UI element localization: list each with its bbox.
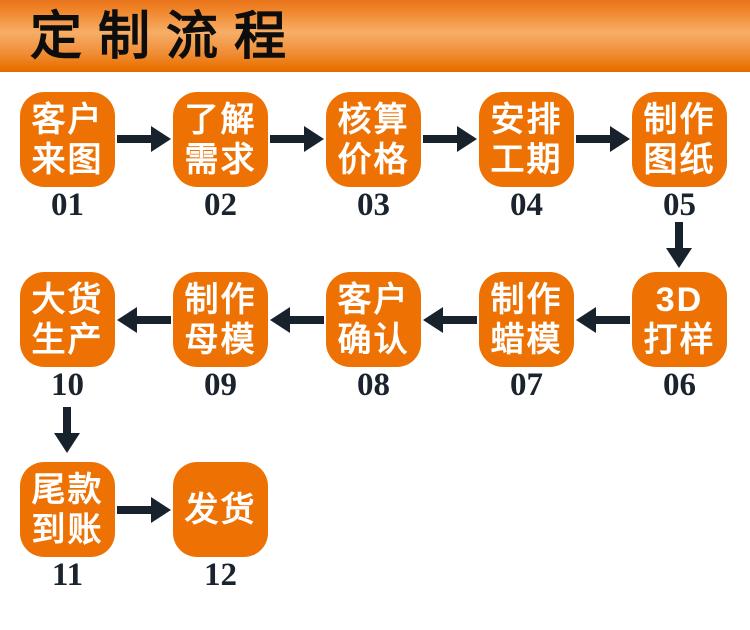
step-05: 制作 图纸 05 (632, 92, 727, 222)
step-06: 3D 打样 06 (632, 272, 727, 402)
step-04: 安排 工期 04 (479, 92, 574, 222)
step-box-08: 客户 确认 (326, 272, 421, 367)
step-box-02: 了解 需求 (173, 92, 268, 187)
step-09: 制作 母模 09 (173, 272, 268, 402)
step-label-line2: 价格 (337, 140, 410, 179)
step-box-03: 核算 价格 (326, 92, 421, 187)
step-label-line1: 客户 (337, 280, 410, 319)
step-10: 大货 生产 10 (20, 272, 115, 402)
arrow-left-icon (270, 307, 324, 333)
page-title: 定制流程 (30, 8, 303, 66)
step-box-09: 制作 母模 (173, 272, 268, 367)
arrow-left-icon (576, 307, 630, 333)
step-box-12: 发货 (173, 462, 268, 557)
step-label-line1: 制作 (643, 100, 716, 139)
step-number-08: 08 (357, 367, 390, 403)
step-label-line1: 客户 (31, 100, 104, 139)
step-08: 客户 确认 08 (326, 272, 421, 402)
arrow-left-icon (423, 307, 477, 333)
arrow-down-icon (666, 222, 692, 268)
step-label-line2: 到账 (31, 510, 104, 549)
step-label-line2: 母模 (184, 320, 257, 359)
step-label-line1: 制作 (490, 280, 563, 319)
step-label-line2: 确认 (337, 320, 410, 359)
step-number-01: 01 (51, 187, 84, 223)
step-number-09: 09 (204, 367, 237, 403)
step-box-10: 大货 生产 (20, 272, 115, 367)
step-label-line1: 了解 (184, 100, 257, 139)
arrow-down-icon (54, 407, 80, 453)
step-12: 发货 12 (173, 462, 268, 592)
step-label-line1: 3D (655, 280, 704, 319)
step-03: 核算 价格 03 (326, 92, 421, 222)
step-number-03: 03 (357, 187, 390, 223)
step-label-line1: 制作 (184, 280, 257, 319)
step-number-12: 12 (204, 557, 237, 593)
step-number-04: 04 (510, 187, 543, 223)
step-box-07: 制作 蜡模 (479, 272, 574, 367)
step-07: 制作 蜡模 07 (479, 272, 574, 402)
step-label-line2: 图纸 (643, 140, 716, 179)
step-number-10: 10 (51, 367, 84, 403)
step-box-04: 安排 工期 (479, 92, 574, 187)
step-label-line2: 打样 (643, 320, 716, 359)
step-box-06: 3D 打样 (632, 272, 727, 367)
step-label-line2: 生产 (31, 320, 104, 359)
step-label-line2: 工期 (490, 140, 563, 179)
step-box-01: 客户 来图 (20, 92, 115, 187)
step-01: 客户 来图 01 (20, 92, 115, 222)
step-label-line1: 安排 (490, 100, 563, 139)
step-label-line2: 需求 (184, 140, 257, 179)
step-number-06: 06 (663, 367, 696, 403)
step-label-line1: 尾款 (31, 470, 104, 509)
step-number-07: 07 (510, 367, 543, 403)
step-number-05: 05 (663, 187, 696, 223)
page-header: 定制流程 (0, 0, 750, 72)
arrow-left-icon (117, 307, 171, 333)
step-11: 尾款 到账 11 (20, 462, 115, 592)
step-number-11: 11 (51, 557, 84, 593)
step-label-line1: 大货 (31, 280, 104, 319)
step-label-line2: 蜡模 (490, 320, 563, 359)
step-02: 了解 需求 02 (173, 92, 268, 222)
step-label-line1: 发货 (184, 490, 257, 529)
step-label-line2: 来图 (31, 140, 104, 179)
step-box-11: 尾款 到账 (20, 462, 115, 557)
step-label-line1: 核算 (337, 100, 410, 139)
step-number-02: 02 (204, 187, 237, 223)
arrow-right-icon (270, 126, 324, 152)
arrow-right-icon (117, 126, 171, 152)
step-box-05: 制作 图纸 (632, 92, 727, 187)
arrow-right-icon (576, 126, 630, 152)
arrow-right-icon (423, 126, 477, 152)
arrow-right-icon (117, 497, 171, 523)
